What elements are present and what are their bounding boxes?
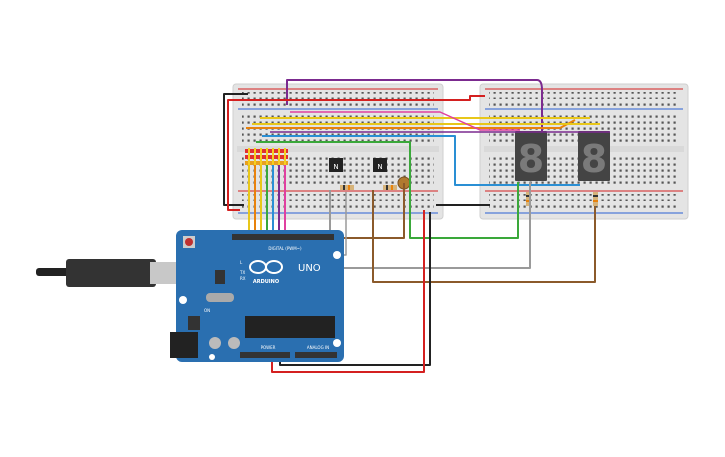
base-resistor-2[interactable] — [383, 185, 397, 190]
arduino-logo-text: ARDUINO — [253, 279, 279, 285]
arduino-uno-board[interactable]: ARDUINO UNO DIGITAL (PWM~) POWER ANALOG … — [170, 230, 344, 362]
usb-cable[interactable] — [36, 259, 185, 287]
wires — [223, 79, 610, 373]
transistor-1[interactable]: N — [329, 158, 343, 172]
display-digit: 8 — [581, 137, 607, 181]
on-label: ON — [204, 308, 210, 313]
display-resistor-1[interactable] — [526, 192, 531, 206]
rx-label: RX — [240, 276, 246, 281]
seven-segment-display-2[interactable]: 8 — [578, 131, 610, 181]
seven-segment-display-1[interactable]: 8 — [515, 131, 547, 181]
arduino-model: UNO — [298, 263, 321, 274]
resistor-array[interactable] — [245, 148, 288, 166]
transistor-label: N — [333, 163, 338, 171]
transistor-label: N — [377, 163, 382, 171]
l-label: L — [240, 260, 243, 265]
transistor-2[interactable]: N — [373, 158, 387, 172]
display-resistor-2[interactable] — [593, 192, 598, 206]
digital-label: DIGITAL (PWM~) — [268, 246, 302, 251]
arduino-logo-icon — [249, 260, 283, 274]
display-digit: 8 — [518, 137, 544, 181]
analog-label: ANALOG IN — [307, 345, 329, 350]
base-resistor-1[interactable] — [340, 185, 354, 190]
tx-label: TX — [239, 270, 245, 275]
power-label: POWER — [261, 345, 276, 350]
